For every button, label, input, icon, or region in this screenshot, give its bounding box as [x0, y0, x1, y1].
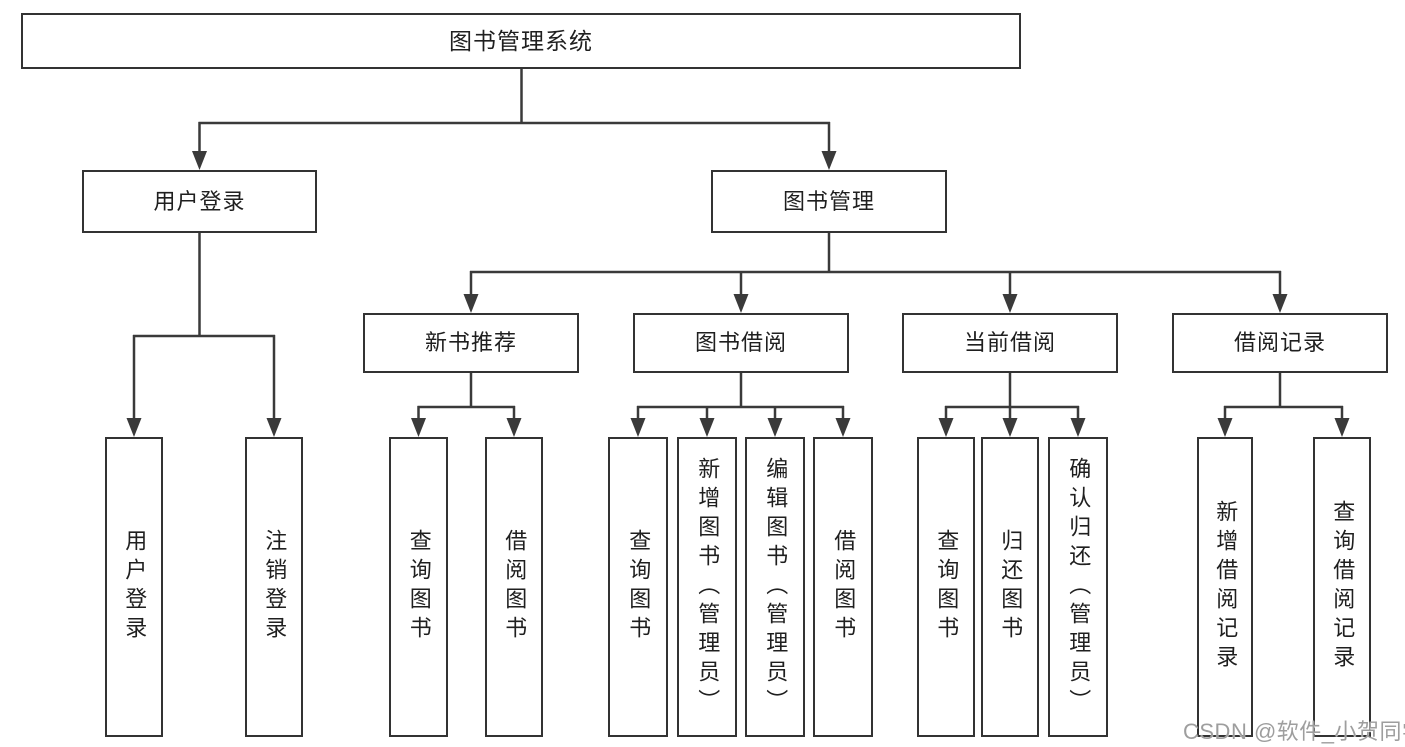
connector-current-borrowing	[944, 373, 1080, 420]
node-leaf-return-books: 归还图书	[981, 437, 1039, 737]
node-leaf-query-books-borrow: 查询图书	[608, 437, 668, 737]
node-label: 新增借阅记录	[1213, 500, 1239, 674]
connector-borrowing-records	[1223, 373, 1344, 420]
node-label: 用户登录	[122, 529, 148, 645]
node-library-management-system: 图书管理系统	[21, 13, 1021, 69]
connector-book-management	[469, 233, 1282, 296]
node-leaf-user-login: 用户登录	[105, 437, 163, 737]
node-label: 查询图书	[406, 529, 432, 645]
node-book-borrowing: 图书借阅	[633, 313, 849, 373]
node-label: 编辑图书（管理员）	[763, 456, 789, 718]
node-book-management: 图书管理	[711, 170, 947, 233]
connector-root	[198, 69, 831, 153]
node-label: 新增图书（管理员）	[695, 456, 721, 718]
node-leaf-edit-books-admin: 编辑图书（管理员）	[745, 437, 805, 737]
node-leaf-borrow-books: 借阅图书	[813, 437, 873, 737]
node-leaf-confirm-return-admin: 确认归还（管理员）	[1048, 437, 1108, 737]
node-label: 确认归还（管理员）	[1066, 456, 1092, 718]
node-label: 借阅图书	[831, 529, 857, 645]
connector-book-borrowing	[636, 373, 845, 420]
node-current-borrowing: 当前借阅	[902, 313, 1118, 373]
node-new-book-recommend: 新书推荐	[363, 313, 579, 373]
node-label: 注销登录	[262, 529, 288, 645]
node-leaf-query-borrow-record: 查询借阅记录	[1313, 437, 1371, 737]
node-leaf-borrow-books-recommend: 借阅图书	[485, 437, 543, 737]
node-leaf-add-books-admin: 新增图书（管理员）	[677, 437, 737, 737]
node-leaf-add-borrow-record: 新增借阅记录	[1197, 437, 1253, 737]
node-leaf-query-books-recommend: 查询图书	[389, 437, 448, 737]
node-label: 查询图书	[626, 529, 652, 645]
node-leaf-query-books-current: 查询图书	[917, 437, 975, 737]
connector-user-login	[132, 233, 276, 420]
arrowheads	[126, 151, 1350, 437]
csdn-watermark: CSDN @软件_小贺同学	[1183, 719, 1405, 744]
node-borrowing-records: 借阅记录	[1172, 313, 1388, 373]
node-label: 查询借阅记录	[1330, 500, 1356, 674]
node-label: 借阅图书	[502, 529, 528, 645]
node-label: 归还图书	[998, 529, 1024, 645]
node-leaf-logout: 注销登录	[245, 437, 303, 737]
connector-new-book	[417, 373, 516, 420]
node-user-login: 用户登录	[82, 170, 317, 233]
node-label: 查询图书	[934, 529, 960, 645]
